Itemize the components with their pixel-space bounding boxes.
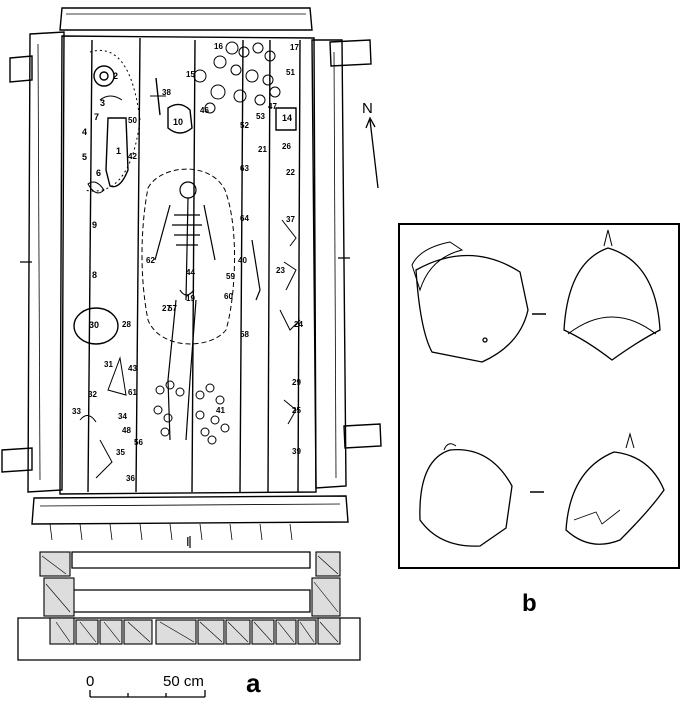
find-label-27: 27: [162, 304, 171, 313]
find-label-35: 35: [116, 448, 125, 457]
find-label-38: 38: [162, 88, 171, 97]
find-label-15: 15: [186, 70, 195, 79]
panel-b-frame: [398, 223, 680, 569]
beam-end-top-left: [9, 55, 33, 83]
find-label-32: 32: [88, 390, 97, 399]
find-label-36: 36: [126, 474, 135, 483]
ornament-cluster-top: [193, 41, 281, 114]
bottom-beam: [31, 495, 349, 525]
find-label-37: 37: [286, 215, 295, 224]
find-label-5: 5: [82, 152, 88, 162]
panel-a-label: a: [246, 668, 261, 698]
beam-end-bottom-right: [343, 423, 382, 449]
scale-start-label: 0: [86, 673, 95, 690]
panel-b-label: b: [522, 590, 537, 617]
find-label-24: 24: [294, 320, 303, 329]
inner-chamber: [59, 35, 317, 495]
find-label-43: 43: [128, 364, 137, 373]
find-label-47: 47: [268, 102, 277, 111]
find-label-10: 10: [173, 117, 184, 127]
find-label-57: 57: [168, 304, 177, 313]
top-beam: [59, 7, 313, 31]
find-label-26: 26: [282, 142, 291, 151]
find-label-33: 33: [72, 407, 81, 416]
right-log: [311, 39, 347, 489]
find-label-64: 64: [240, 214, 249, 223]
find-label-62: 62: [146, 256, 155, 265]
cross-section-marker: I: [186, 534, 190, 549]
helmet-bottom-right: [565, 432, 665, 545]
find-label-60: 60: [224, 292, 233, 301]
beam-end-top-right: [329, 39, 372, 67]
find-label-25: 25: [292, 406, 301, 415]
find-label-31: 31: [104, 360, 113, 369]
disc-30: [73, 307, 119, 345]
bowl-2: [93, 65, 115, 87]
find-label-44: 44: [186, 268, 195, 277]
vessel-10: [167, 103, 193, 134]
find-label-59: 59: [226, 272, 235, 281]
find-label-39: 39: [292, 447, 301, 456]
find-label-53: 53: [256, 112, 265, 121]
find-label-4: 4: [82, 127, 88, 137]
burial-outline: [141, 168, 236, 345]
dotted-outline: [83, 50, 141, 192]
find-label-41: 41: [216, 406, 225, 415]
find-label-40: 40: [238, 256, 247, 265]
skeleton: [154, 181, 216, 441]
section-drawing: [17, 551, 361, 661]
find-label-50: 50: [128, 116, 137, 125]
find-label-14: 14: [282, 113, 293, 123]
find-label-16: 16: [214, 42, 223, 51]
bead-cluster-bottom: [153, 380, 230, 445]
find-label-30: 30: [89, 320, 100, 330]
find-label-8: 8: [92, 270, 98, 280]
north-label: N: [362, 100, 373, 117]
find-label-34: 34: [118, 412, 127, 421]
find-label-3: 3: [100, 98, 106, 108]
vessel-1: [105, 117, 129, 188]
scale-bar: [89, 690, 206, 698]
find-label-42: 42: [128, 152, 137, 161]
find-label-58: 58: [240, 330, 249, 339]
find-label-61: 61: [128, 388, 137, 397]
find-label-7: 7: [94, 112, 100, 122]
helmet-top-left: [411, 241, 529, 363]
scale-end-label: 50 cm: [163, 673, 204, 690]
find-label-28: 28: [122, 320, 131, 329]
find-label-56: 56: [134, 438, 143, 447]
helmet-bottom-left: [419, 443, 513, 547]
helmet-drawings: [411, 229, 665, 547]
find-label-9: 9: [92, 220, 98, 230]
find-label-52: 52: [240, 121, 249, 130]
find-label-6: 6: [96, 168, 102, 178]
north-arrow: [365, 116, 379, 189]
find-label-22: 22: [286, 168, 295, 177]
find-label-63: 63: [240, 164, 249, 173]
helmet-top-right: [563, 229, 661, 361]
find-label-46: 46: [200, 106, 209, 115]
beam-end-bottom-left: [1, 447, 33, 473]
find-label-29: 29: [292, 378, 301, 387]
find-label-48: 48: [122, 426, 131, 435]
left-log: [27, 31, 65, 493]
find-label-2: 2: [113, 71, 119, 81]
find-label-51: 51: [286, 68, 295, 77]
find-label-21: 21: [258, 145, 267, 154]
find-label-23: 23: [276, 266, 285, 275]
find-label-1: 1: [116, 146, 122, 156]
vessel-14: [275, 107, 297, 131]
find-label-17: 17: [290, 43, 299, 52]
find-label-19: 19: [186, 294, 195, 303]
